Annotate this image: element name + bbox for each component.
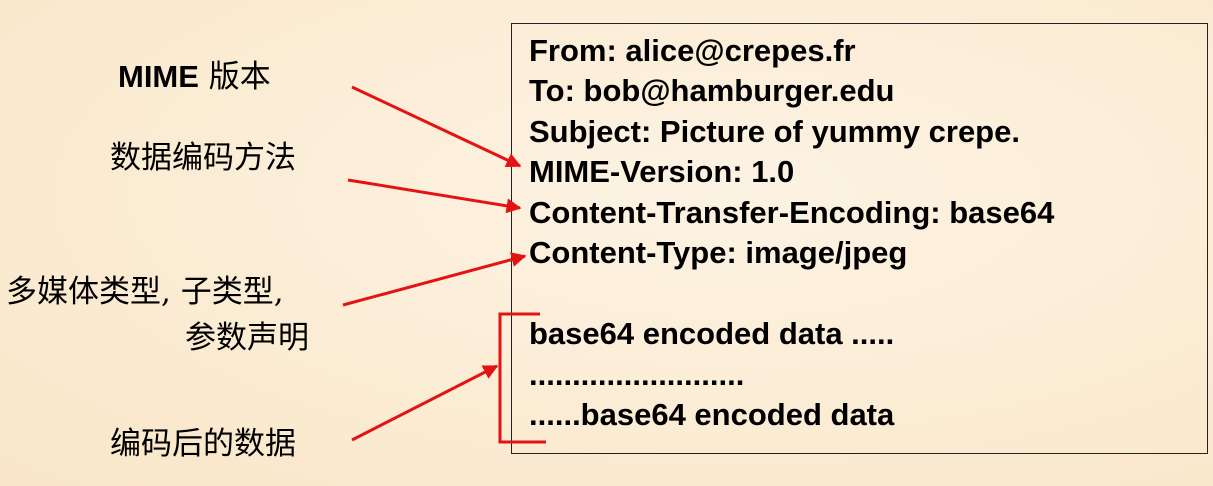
email-content-type-line: Content-Type: image/jpeg xyxy=(529,235,908,270)
arrow-content-type xyxy=(342,252,527,307)
email-mime-version-line: MIME-Version: 1.0 xyxy=(529,154,795,189)
mime-version-label-latin: MIME xyxy=(118,59,199,94)
encoded-data-label: 编码后的数据 xyxy=(110,426,296,462)
media-type-label-line-2: 参数声明 xyxy=(185,320,309,356)
email-from-line: From: alice@crepes.fr xyxy=(529,33,856,68)
email-encoded-data-line-3: ......base64 encoded data xyxy=(529,397,895,432)
email-encoded-data-line-2: ......................... xyxy=(529,357,745,392)
email-encoded-data-line-1: base64 encoded data ..... xyxy=(529,316,895,351)
email-content-transfer-encoding-line: Content-Transfer-Encoding: base64 xyxy=(529,195,1055,230)
arrow-encoded-data xyxy=(351,364,499,442)
arrow-encoding-method xyxy=(347,178,522,214)
encoded-data-bracket xyxy=(498,312,546,444)
encoding-method-label: 数据编码方法 xyxy=(110,140,296,176)
media-type-label-line-1: 多媒体类型, 子类型, xyxy=(6,274,284,310)
mime-version-label-cjk: 版本 xyxy=(198,59,271,95)
email-message-box xyxy=(511,23,1208,454)
email-to-line: To: bob@hamburger.edu xyxy=(529,73,895,108)
mime-version-label: MIME 版本 xyxy=(118,57,271,97)
arrow-mime-version xyxy=(351,85,522,168)
email-subject-line: Subject: Picture of yummy crepe. xyxy=(529,114,1020,149)
